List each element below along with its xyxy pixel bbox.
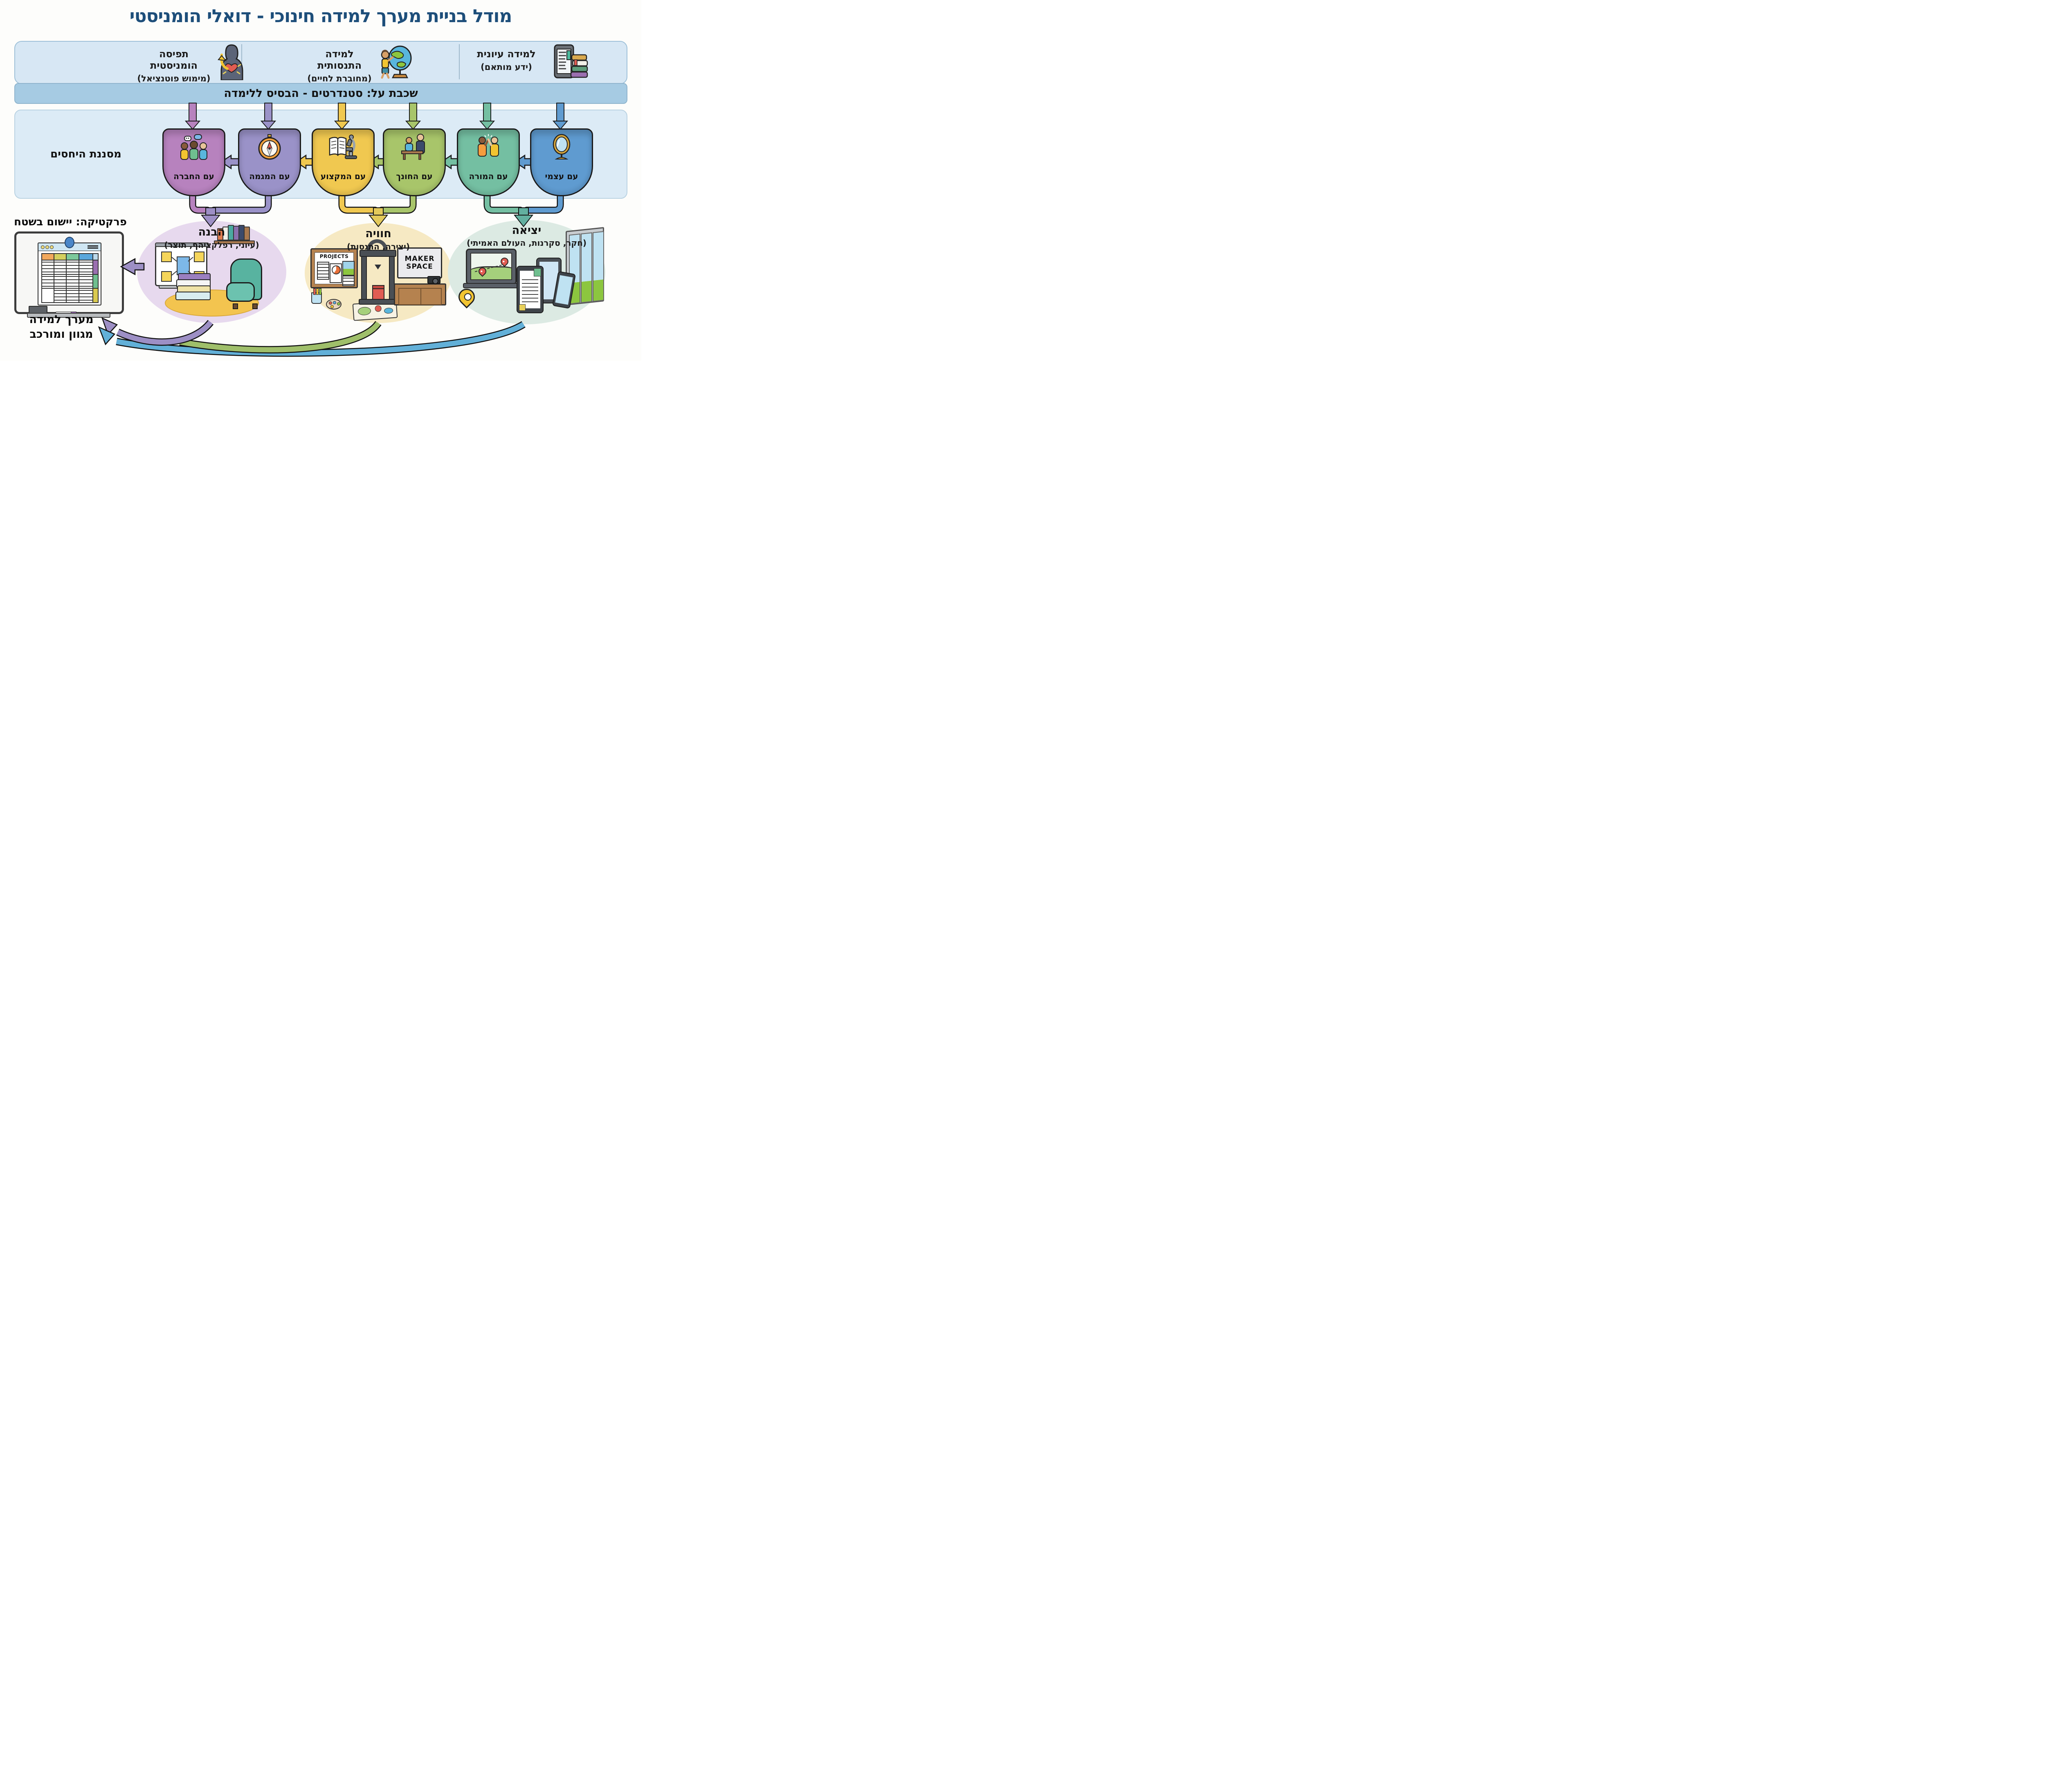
cylinder-label: עם המקצוע <box>320 171 366 181</box>
child-globe-icon <box>376 43 414 80</box>
book-microscope-icon <box>328 134 358 161</box>
zone-title-going-out: יציאה <box>512 224 542 237</box>
cylinder-label: עם המורה <box>469 171 508 181</box>
practice-label: פרקטיקה: יישום בשטח <box>14 216 127 228</box>
maker-sign-line2: SPACE <box>406 263 433 271</box>
lesson-plan-sheet <box>38 243 101 305</box>
compass-icon <box>254 134 285 161</box>
section-title: למידה עיונית <box>477 48 536 60</box>
mirror-icon <box>546 134 577 161</box>
person-potential-icon <box>213 43 250 80</box>
page-title: מודל בניית מערך למידה חינוכי - דואלי הומ… <box>129 6 512 27</box>
paint-palette-illustration <box>326 299 342 310</box>
schedule-table <box>41 253 99 303</box>
group-talk-icon <box>179 134 209 161</box>
pencil-cup-illustration <box>311 288 322 304</box>
learning-approaches-band <box>14 41 627 84</box>
bookshelf-illustration <box>214 240 255 244</box>
section-title: למידה התנסותית <box>317 48 362 71</box>
reader-tablet-illustration <box>517 266 544 313</box>
printer-3d-illustration <box>359 239 397 305</box>
maker-space-sign: MAKER SPACE <box>397 247 442 278</box>
section-theoretical-learning: למידה עיונית (ידע מותאם) <box>465 48 547 72</box>
mentor-desk-icon <box>399 134 429 161</box>
zone-subtitle-understanding: (עיוני, רפלקציהף, תוצר) <box>164 240 259 250</box>
section-experiential-learning: למידה התנסותית (מחוברת לחיים) <box>303 48 376 83</box>
projects-sign-label: PROJECTS <box>319 254 349 259</box>
section-subtitle: (מימוש פוטנציאל) <box>137 74 211 83</box>
tablet-books-icon <box>551 43 589 80</box>
cylinder-self: עם עצמי <box>530 128 593 196</box>
highfive-icon <box>473 134 503 161</box>
section-humanistic-outlook: תפיסה הומניסטית (מימוש פוטנציאל) <box>135 48 213 83</box>
infographic-canvas: מודל בניית מערך למידה חינוכי - דואלי הומ… <box>0 0 641 361</box>
pin-icon <box>65 237 74 248</box>
cylinder-teacher: עם המורה <box>457 128 520 196</box>
location-pin-icon <box>455 285 479 309</box>
section-subtitle: (ידע מותאם) <box>481 62 532 72</box>
outcome-line1: מערך למידה <box>29 313 94 326</box>
band-divider <box>459 44 460 79</box>
lesson-plan-whiteboard <box>14 231 124 318</box>
camera-icon <box>427 276 440 284</box>
maker-sign-line1: MAKER <box>405 255 435 263</box>
cylinder-label: עם המגמה <box>249 171 290 181</box>
cylinder-mentor: עם החונך <box>383 128 446 196</box>
shelf-books-illustration <box>217 225 252 240</box>
section-title: תפיסה הומניסטית <box>150 48 198 71</box>
marker-tray <box>27 313 110 318</box>
band-divider <box>241 44 242 79</box>
filter-label: מסננת היחסים <box>50 148 121 160</box>
cylinder-society: עם החברה <box>162 128 225 196</box>
section-subtitle: (מחוברת לחיים) <box>307 74 372 83</box>
zone-title-experience: חוויה <box>365 227 391 240</box>
workbench-illustration <box>394 283 446 305</box>
zone-experience: PROJECTS <box>305 223 452 323</box>
return-curves <box>116 320 526 357</box>
book-stack-illustration <box>175 273 211 306</box>
zone-understanding <box>137 221 286 323</box>
zone-title-understanding: הבנה <box>198 226 225 238</box>
standards-label: שכבת על: סטנדרטים - הבסיס ללימדה <box>224 87 418 100</box>
cylinder-track: עם המגמה <box>238 128 301 196</box>
zone-going-out <box>448 220 605 324</box>
outcome-line2: מגוון ומורכב <box>29 328 93 341</box>
zone-subtitle-going-out: (חקר, סקרנות, העולם האמיתי) <box>467 238 587 248</box>
projects-board-illustration: PROJECTS <box>310 248 358 288</box>
map-laptop-illustration <box>463 249 522 288</box>
cylinder-label: עם החונך <box>396 171 433 181</box>
cylinder-profession: עם המקצוע <box>312 128 375 196</box>
zone-subtitle-experience: (יצירה, התנסות) <box>346 242 410 252</box>
standards-band: שכבת על: סטנדרטים - הבסיס ללימדה <box>14 83 627 104</box>
cylinder-label: עם עצמי <box>545 171 578 181</box>
outcome-label: מערך למידה מגוון ומורכב <box>12 312 110 342</box>
armchair-illustration <box>226 258 264 309</box>
cylinder-label: עם החברה <box>173 171 214 181</box>
